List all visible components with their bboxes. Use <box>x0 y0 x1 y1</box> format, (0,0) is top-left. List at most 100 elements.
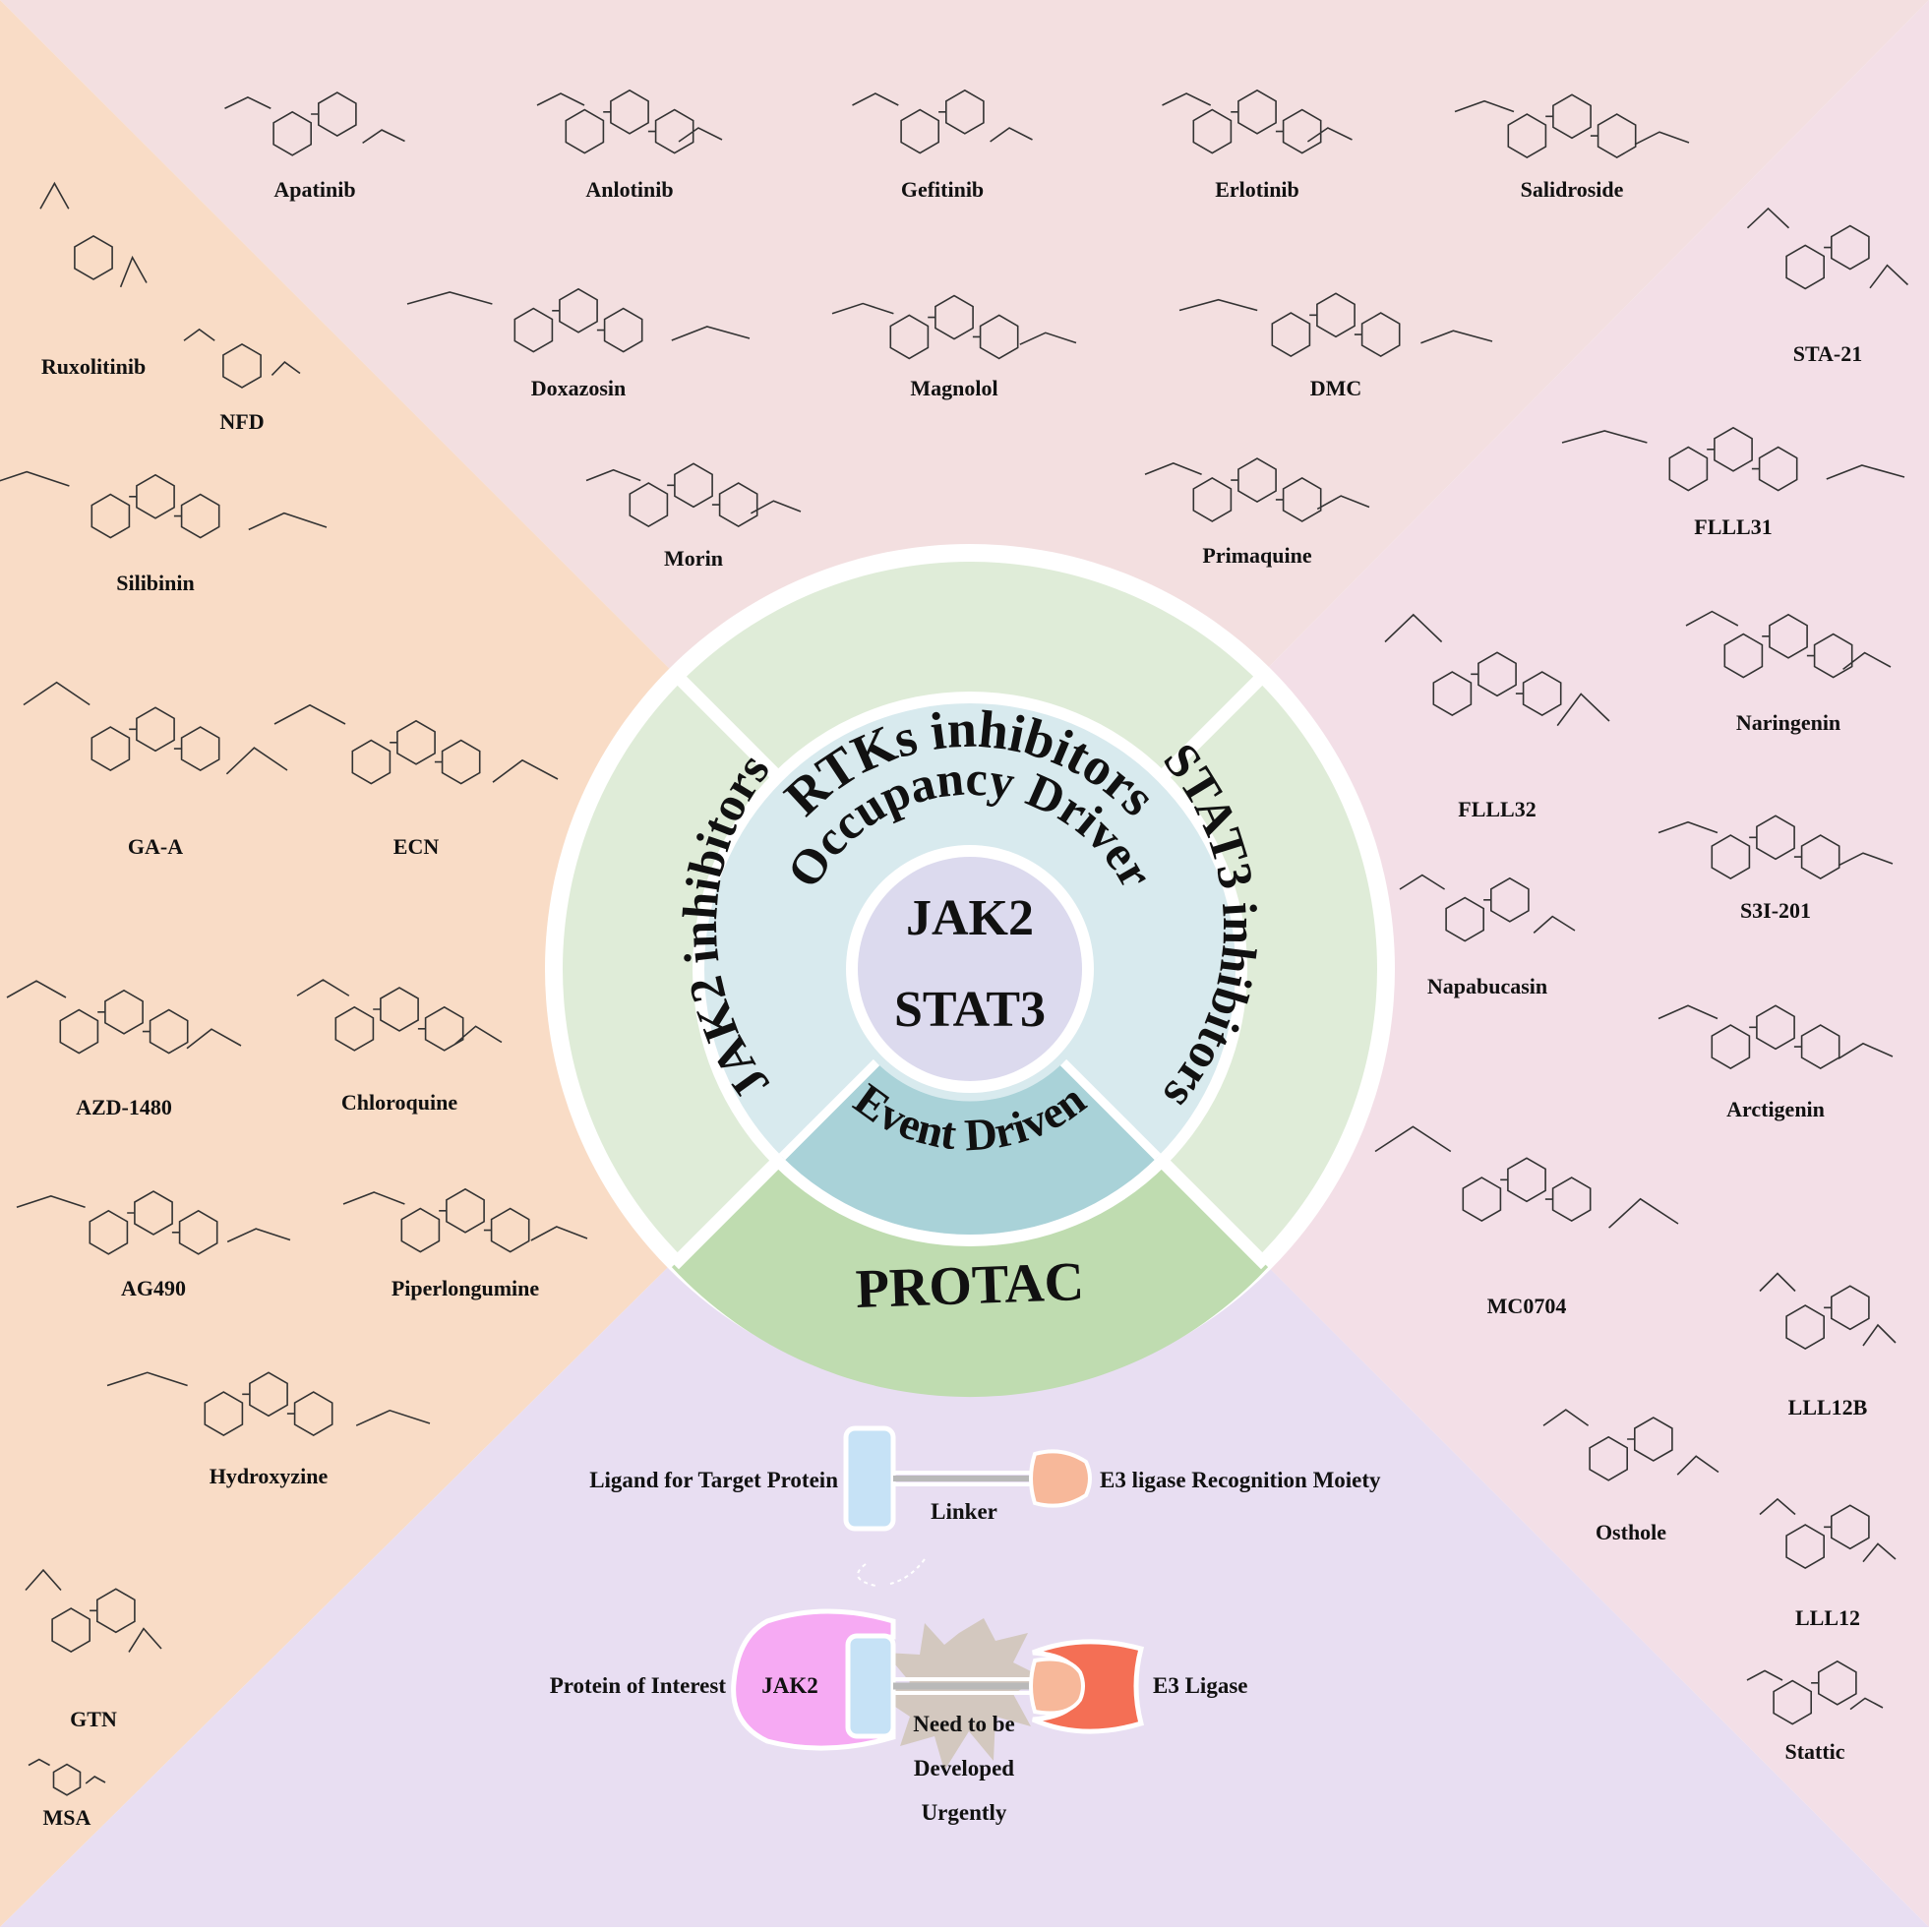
magnolol-structure <box>831 294 1077 360</box>
ga-a-structure <box>23 681 288 775</box>
protac-label: PROTAC <box>855 1251 1085 1320</box>
lll12-skeleton <box>1759 1497 1897 1570</box>
lll12-label: LLL12 <box>1795 1605 1860 1630</box>
urgent-line-3: Urgently <box>922 1800 1007 1825</box>
ecn-label: ECN <box>393 834 440 859</box>
gtn-skeleton <box>25 1568 162 1654</box>
gefitinib-structure <box>852 89 1033 154</box>
flll31-structure <box>1561 426 1905 492</box>
sta-21-structure <box>1746 207 1909 290</box>
linker-label: Linker <box>931 1499 997 1524</box>
doxazosin-label: Doxazosin <box>531 376 627 400</box>
center-circle <box>858 857 1082 1081</box>
e3-moiety-label: E3 ligase Recognition Moiety <box>1100 1468 1381 1492</box>
silibinin-structure <box>0 470 328 539</box>
sta-21-label: STA-21 <box>1793 341 1863 366</box>
ga-a-label: GA-A <box>128 834 183 859</box>
ruxolitinib-label: Ruxolitinib <box>41 354 146 379</box>
ecn-structure <box>273 703 559 785</box>
chloroquine-label: Chloroquine <box>341 1090 457 1115</box>
dashed-arrow <box>857 1558 926 1587</box>
dmc-label: DMC <box>1310 376 1362 400</box>
hydroxyzine-skeleton <box>106 1371 431 1437</box>
lll12b-label: LLL12B <box>1788 1395 1868 1419</box>
mc0704-structure <box>1374 1125 1679 1229</box>
primaquine-label: Primaquine <box>1202 543 1311 568</box>
separator-nw <box>669 668 781 780</box>
azd-1480-structure <box>6 980 242 1055</box>
chloroquine-skeleton <box>296 979 503 1052</box>
doxazosin-structure <box>406 287 751 353</box>
sta-21-skeleton <box>1746 207 1909 290</box>
erlotinib-structure <box>1162 89 1353 154</box>
ga-a-skeleton <box>23 681 288 775</box>
stattic-skeleton <box>1746 1660 1884 1725</box>
stattic-structure <box>1746 1660 1884 1725</box>
event-driven-segment <box>782 1062 1158 1235</box>
e3-recognition-moiety <box>1029 1449 1092 1508</box>
separator-se <box>1159 1158 1271 1270</box>
ag490-skeleton <box>16 1190 291 1255</box>
naringenin-structure <box>1685 610 1892 679</box>
ag490-structure <box>16 1190 291 1255</box>
primaquine-structure <box>1144 457 1370 522</box>
mc0704-skeleton <box>1374 1125 1679 1229</box>
osthole-skeleton <box>1542 1409 1719 1481</box>
msa-structure <box>28 1758 106 1796</box>
lll12-structure <box>1759 1497 1897 1570</box>
s3i-201-label: S3I-201 <box>1740 898 1811 923</box>
separator-ne <box>1159 668 1271 780</box>
osthole-structure <box>1542 1409 1719 1481</box>
piperlongumine-label: Piperlongumine <box>392 1276 540 1300</box>
jak2-protein-label: JAK2 <box>761 1673 818 1698</box>
naringenin-skeleton <box>1685 610 1892 679</box>
apatinib-structure <box>224 91 405 156</box>
ag490-label: AG490 <box>121 1276 186 1300</box>
gtn-structure <box>25 1568 162 1654</box>
left-quadrant <box>0 0 970 1927</box>
center-stat3-label: STAT3 <box>894 982 1046 1038</box>
hydroxyzine-label: Hydroxyzine <box>210 1464 329 1488</box>
ruxolitinib-structure <box>39 181 148 288</box>
anlotinib-structure <box>536 89 723 154</box>
top-quadrant <box>0 0 1929 969</box>
azd-1480-label: AZD-1480 <box>76 1095 172 1119</box>
erlotinib-label: Erlotinib <box>1215 177 1299 202</box>
s3i-201-structure <box>1658 815 1894 880</box>
msa-label: MSA <box>43 1805 91 1830</box>
protac-schematic: Ligand for Target Protein Linker E3 liga… <box>550 1425 1381 1825</box>
s3i-201-skeleton <box>1658 815 1894 880</box>
azd-1480-skeleton <box>6 980 242 1055</box>
flll31-skeleton <box>1561 426 1905 492</box>
silibinin-label: Silibinin <box>116 571 195 595</box>
magnolol-skeleton <box>831 294 1077 360</box>
ecn-skeleton <box>273 703 559 785</box>
msa-skeleton <box>28 1758 106 1796</box>
urgent-line-2: Developed <box>914 1756 1014 1781</box>
flll32-label: FLLL32 <box>1458 797 1536 821</box>
bottom-quadrant <box>0 969 1929 1927</box>
morin-skeleton <box>585 462 802 528</box>
e3-ligase-label: E3 Ligase <box>1153 1673 1247 1698</box>
morin-structure <box>585 462 802 528</box>
salidroside-structure <box>1454 93 1690 159</box>
stattic-label: Stattic <box>1784 1739 1844 1764</box>
flll31-label: FLLL31 <box>1694 514 1772 539</box>
separator-inner-left <box>778 1058 880 1161</box>
arctigenin-structure <box>1658 1004 1894 1070</box>
doxazosin-skeleton <box>406 287 751 353</box>
ligand-label: Ligand for Target Protein <box>589 1468 838 1492</box>
lll12b-structure <box>1759 1272 1897 1351</box>
flll32-skeleton <box>1384 613 1610 727</box>
ligand-block <box>843 1425 896 1532</box>
apatinib-label: Apatinib <box>273 177 355 202</box>
gtn-label: GTN <box>70 1707 117 1731</box>
gefitinib-label: Gefitinib <box>901 177 984 202</box>
erlotinib-skeleton <box>1162 89 1353 154</box>
bound-e3-moiety <box>1029 1657 1085 1716</box>
nfd-skeleton <box>183 328 301 389</box>
lll12b-skeleton <box>1759 1272 1897 1351</box>
napabucasin-structure <box>1399 874 1576 942</box>
nfd-label: NFD <box>219 409 264 434</box>
